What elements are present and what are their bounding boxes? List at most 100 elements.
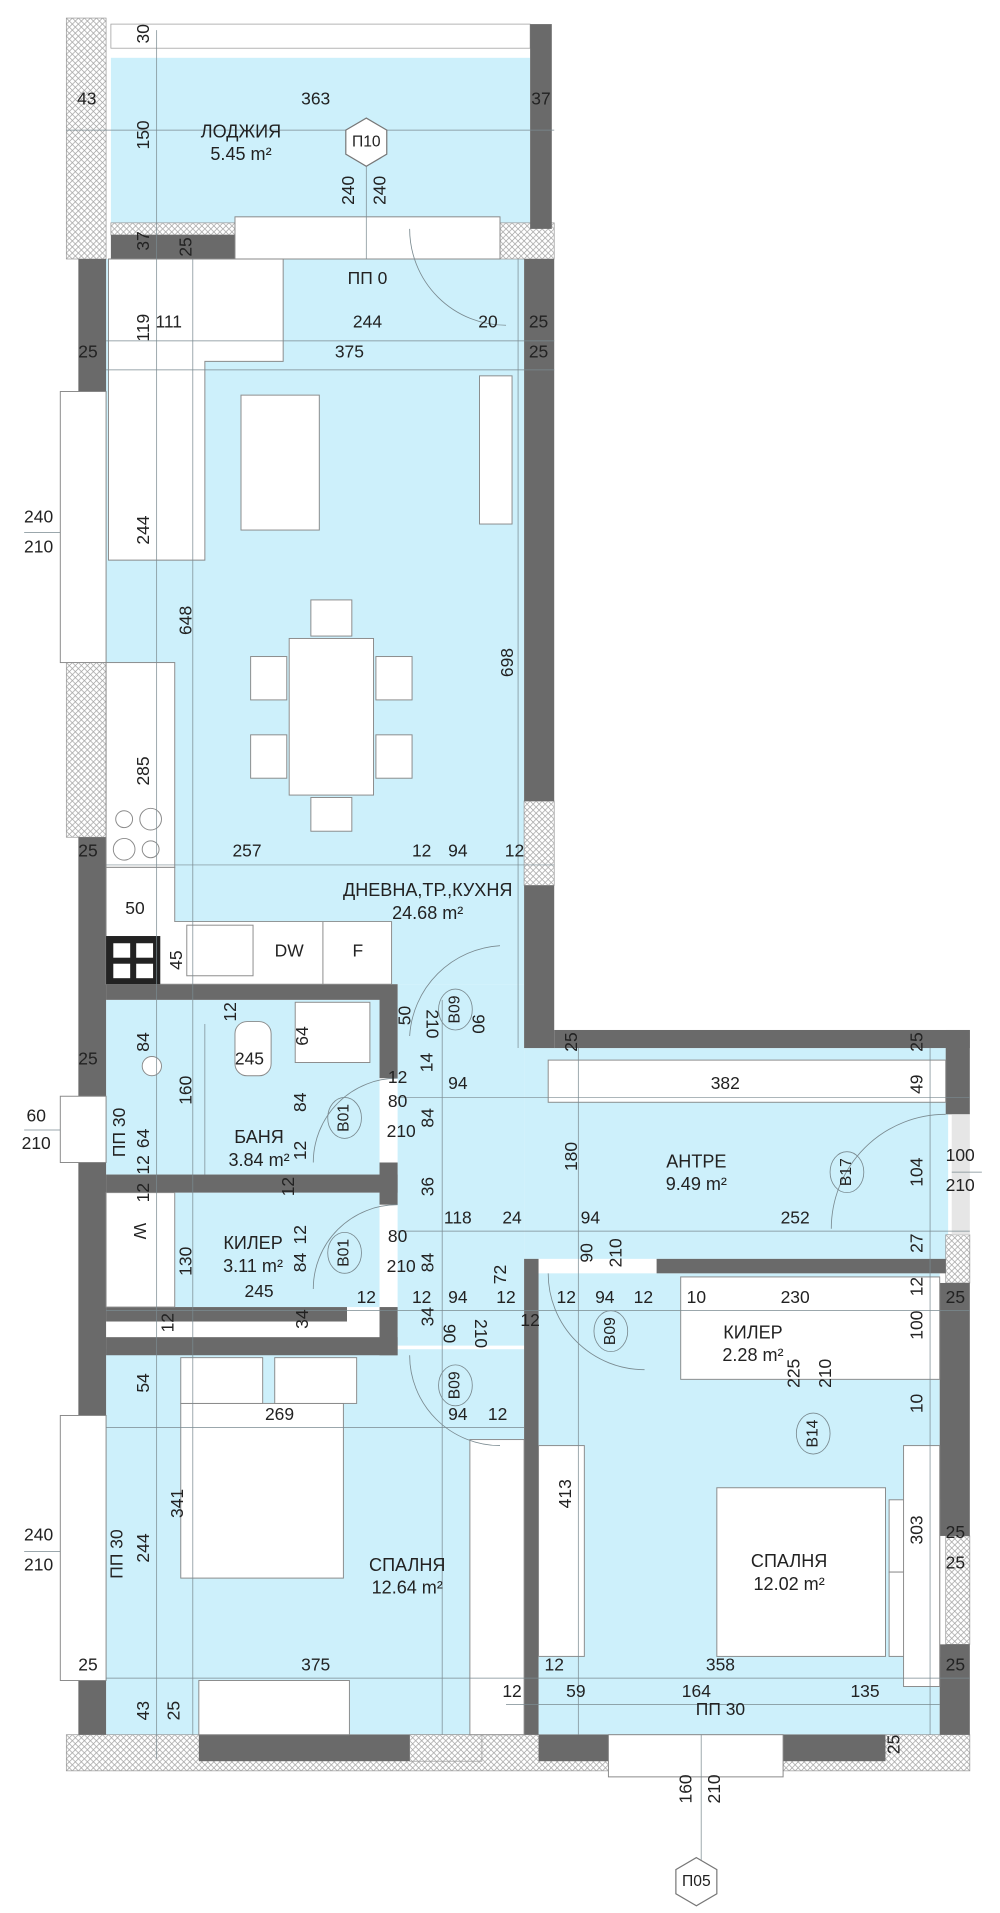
dimension-label: 303 xyxy=(907,1515,927,1544)
dimension-label: 84 xyxy=(290,1092,310,1112)
dimension-label: 104 xyxy=(907,1157,927,1186)
dimension-label: 84 xyxy=(133,1032,153,1052)
dimension-label: 12 xyxy=(388,1067,407,1087)
dimension-label: 12 xyxy=(290,1141,310,1160)
door-tag: B14 xyxy=(804,1419,821,1447)
door-tag: B01 xyxy=(336,1239,353,1267)
dimension-label: 12 xyxy=(157,1313,177,1332)
dimension-label: 244 xyxy=(353,311,382,331)
dimension-label: 30 xyxy=(133,24,153,44)
dimension-label: 12 xyxy=(520,1310,539,1330)
dimension-label: 698 xyxy=(497,648,517,677)
dimension-label: 225 xyxy=(784,1359,804,1388)
sofa xyxy=(108,258,284,561)
dimension-label: 94 xyxy=(448,1287,468,1307)
room-area: 12.02 m² xyxy=(754,1574,825,1594)
dimension-label: 210 xyxy=(471,1319,491,1348)
section-tag-p05-shape xyxy=(675,1856,718,1907)
windows xyxy=(59,216,970,1778)
dimension-label: 59 xyxy=(566,1681,585,1701)
dimension-label: 50 xyxy=(395,1006,415,1026)
dimension-label: 240 xyxy=(338,175,358,204)
dining-table xyxy=(288,637,374,796)
dimension-label: 24 xyxy=(502,1208,522,1228)
dimension-label: 25 xyxy=(175,237,195,256)
door-tag: B09 xyxy=(447,1371,464,1399)
dimension-label: 25 xyxy=(946,1522,965,1542)
dimension-label: 244 xyxy=(133,515,153,544)
kitchen-counter xyxy=(105,662,176,868)
dimension-label: 12 xyxy=(634,1287,653,1307)
room-area: 3.11 m² xyxy=(223,1256,283,1276)
dimension-label: 413 xyxy=(555,1479,575,1508)
bed-2 xyxy=(716,1487,886,1657)
plan-label: ПП 30 xyxy=(107,1529,127,1579)
dimension-label: 160 xyxy=(175,1075,195,1104)
dimension-label: 34 xyxy=(418,1307,438,1327)
dimension-label: 12 xyxy=(290,1225,310,1244)
plan-label: ПП 30 xyxy=(109,1107,129,1157)
wardrobe-antre xyxy=(547,1059,947,1103)
dimension-label: 12 xyxy=(505,840,524,860)
plan-label: ПП 30 xyxy=(696,1699,746,1719)
dimension-label: 375 xyxy=(301,1655,330,1675)
dimension-label: 94 xyxy=(448,1073,468,1093)
room-name: ДНЕВНА,ТР.,КУХНЯ xyxy=(343,880,512,900)
dimension-label: 12 xyxy=(488,1404,507,1424)
dimension-label: 12 xyxy=(502,1681,521,1701)
dimension-label: 210 xyxy=(22,1133,51,1153)
dimension-label: 285 xyxy=(133,756,153,785)
dimension-label: 240 xyxy=(24,507,53,527)
shelf-2 xyxy=(680,1276,941,1380)
furniture xyxy=(105,258,947,1736)
desk xyxy=(198,1680,350,1736)
dimension-label: 10 xyxy=(907,1393,927,1413)
dimension-label: 648 xyxy=(175,606,195,635)
tags xyxy=(327,117,865,1907)
dimension-label: 210 xyxy=(387,1121,416,1141)
dimension-label: 12 xyxy=(357,1287,376,1307)
dimension-label: 180 xyxy=(561,1142,581,1171)
dimension-label: 90 xyxy=(469,1014,489,1034)
room-name: СПАЛНЯ xyxy=(751,1551,827,1571)
dimension-label: 210 xyxy=(24,537,53,557)
dimension-label: 25 xyxy=(78,1049,97,1069)
corridor-floor xyxy=(397,984,525,1346)
tv-unit xyxy=(479,375,513,525)
dimension-label: 111 xyxy=(155,311,182,331)
dimension-label: 210 xyxy=(946,1175,975,1195)
dimension-label: 12 xyxy=(412,840,431,860)
dimension-label: 49 xyxy=(907,1074,927,1093)
sink xyxy=(186,924,254,977)
room-name: ЛОДЖИЯ xyxy=(201,121,281,141)
walls xyxy=(78,24,970,1762)
dimension-label: 72 xyxy=(490,1265,510,1284)
dimension-label: 25 xyxy=(78,1655,97,1675)
dimension-label: 25 xyxy=(561,1032,581,1051)
door-tag: B09 xyxy=(447,996,464,1024)
dimension-label: 25 xyxy=(78,840,97,860)
dimension-label: 210 xyxy=(815,1358,835,1387)
dimension-label: 135 xyxy=(850,1681,879,1701)
dimension-label: 80 xyxy=(388,1226,408,1246)
dimension-label: 34 xyxy=(292,1309,312,1329)
dimension-lines xyxy=(24,30,982,1862)
room-name: КИЛЕР xyxy=(223,1233,282,1253)
dimension-label: 210 xyxy=(704,1774,724,1803)
loggia-floor xyxy=(110,57,531,223)
dimension-label: 25 xyxy=(907,1032,927,1051)
shelf xyxy=(105,1192,176,1308)
dimension-label: 84 xyxy=(418,1108,438,1128)
dimension-label: 25 xyxy=(946,1655,965,1675)
dimension-label: 164 xyxy=(682,1681,711,1701)
dimension-label: 160 xyxy=(675,1774,695,1803)
dimension-label: 100 xyxy=(946,1145,975,1165)
dimension-label: 210 xyxy=(24,1555,53,1575)
section-tag-p10-shape xyxy=(345,117,388,167)
room-area: 5.45 m² xyxy=(210,144,271,164)
dimension-label: 118 xyxy=(444,1208,472,1228)
dimension-label: 94 xyxy=(595,1287,615,1307)
dimension-label: 25 xyxy=(78,342,97,362)
dimension-label: 12 xyxy=(412,1287,431,1307)
